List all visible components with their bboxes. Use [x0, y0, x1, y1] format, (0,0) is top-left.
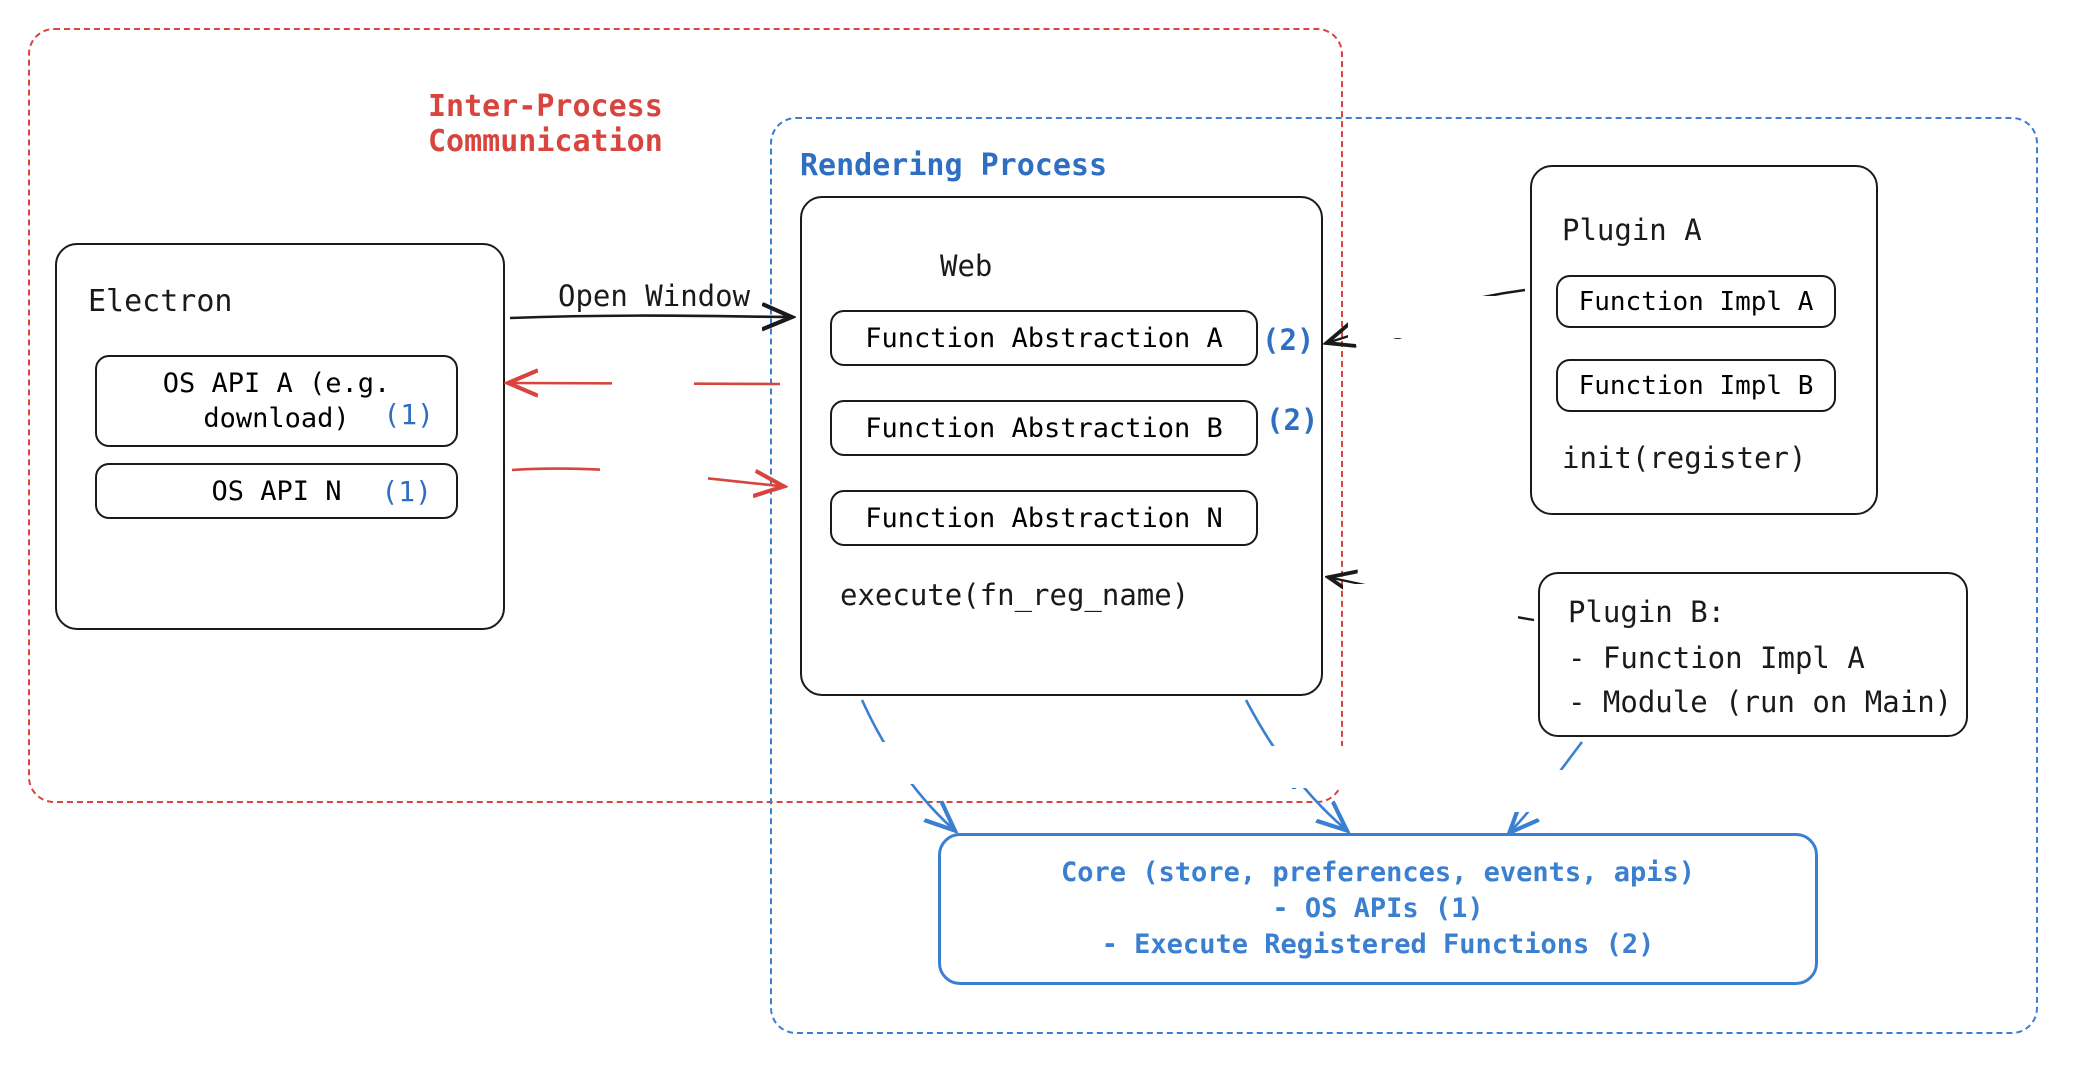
edge-label-import-web: Import [1255, 756, 1360, 790]
web-title: Web [940, 249, 993, 283]
edge-label-setup: Setup [860, 751, 948, 785]
plugin-a-title: Plugin A [1562, 213, 1702, 247]
ipc-region-label-line1: Inter-Process [428, 89, 663, 124]
edge-label-register-top: Register [1355, 306, 1495, 340]
os-api-a-label: OS API A (e.g. download) [162, 367, 391, 434]
function-abstraction-b-box[interactable]: Function Abstraction B [830, 400, 1258, 456]
edge-label-open-window: Open Window [558, 279, 751, 313]
function-abstraction-b-marker: (2) [1266, 403, 1319, 437]
function-abstraction-a-label: Function Abstraction A [865, 322, 1223, 354]
core-line-2: - OS APIs (1) [1272, 893, 1484, 925]
web-execute-footer: execute(fn_reg_name) [840, 578, 1190, 612]
web-box [800, 196, 1323, 696]
ipc-region-boundary [28, 28, 1343, 803]
electron-box [55, 243, 505, 630]
function-abstraction-b-label: Function Abstraction B [865, 412, 1223, 444]
edge-label-resp: Resp [610, 463, 680, 497]
plugin-a-function-impl-b-box[interactable]: Function Impl B [1556, 359, 1836, 412]
rendering-process-region-boundary [770, 117, 2038, 1034]
plugin-b-line-1: - Function Impl A [1568, 641, 1865, 675]
edge-label-req: Req [620, 369, 673, 403]
plugin-a-function-impl-a-box[interactable]: Function Impl A [1556, 275, 1836, 328]
core-line-3: - Execute Registered Functions (2) [1101, 928, 1655, 960]
edge-label-import-plugin-b: Import [1508, 778, 1613, 812]
plugin-b-box [1538, 572, 1968, 737]
plugin-a-init-footer: init(register) [1562, 441, 1807, 475]
os-api-n-label: OS API N [211, 475, 342, 507]
rendering-process-label: Rendering Process [800, 148, 1108, 183]
ipc-region-label-line2: Communication [428, 124, 663, 159]
core-box: Core (store, preferences, events, apis) … [938, 833, 1818, 985]
plugin-a-function-impl-b-label: Function Impl B [1578, 370, 1814, 401]
plugin-a-box [1530, 165, 1878, 515]
electron-title: Electron [88, 284, 233, 319]
plugin-b-line-2: - Module (run on Main) [1568, 685, 1953, 719]
core-line-1: Core (store, preferences, events, apis) [1061, 857, 1695, 889]
edge-label-register-bottom: Register [1350, 593, 1490, 627]
plugin-a-function-impl-a-label: Function Impl A [1578, 286, 1814, 317]
os-api-n-marker: (1) [381, 474, 432, 508]
function-abstraction-n-box[interactable]: Function Abstraction N [830, 490, 1258, 546]
function-abstraction-n-label: Function Abstraction N [865, 502, 1223, 534]
os-api-a-marker: (1) [383, 398, 434, 431]
function-abstraction-a-marker: (2) [1262, 323, 1315, 357]
plugin-b-title: Plugin B: [1568, 595, 1726, 629]
function-abstraction-a-box[interactable]: Function Abstraction A [830, 310, 1258, 366]
os-api-n-box[interactable]: OS API N (1) [95, 463, 458, 519]
os-api-a-box[interactable]: OS API A (e.g. download) (1) [95, 355, 458, 447]
